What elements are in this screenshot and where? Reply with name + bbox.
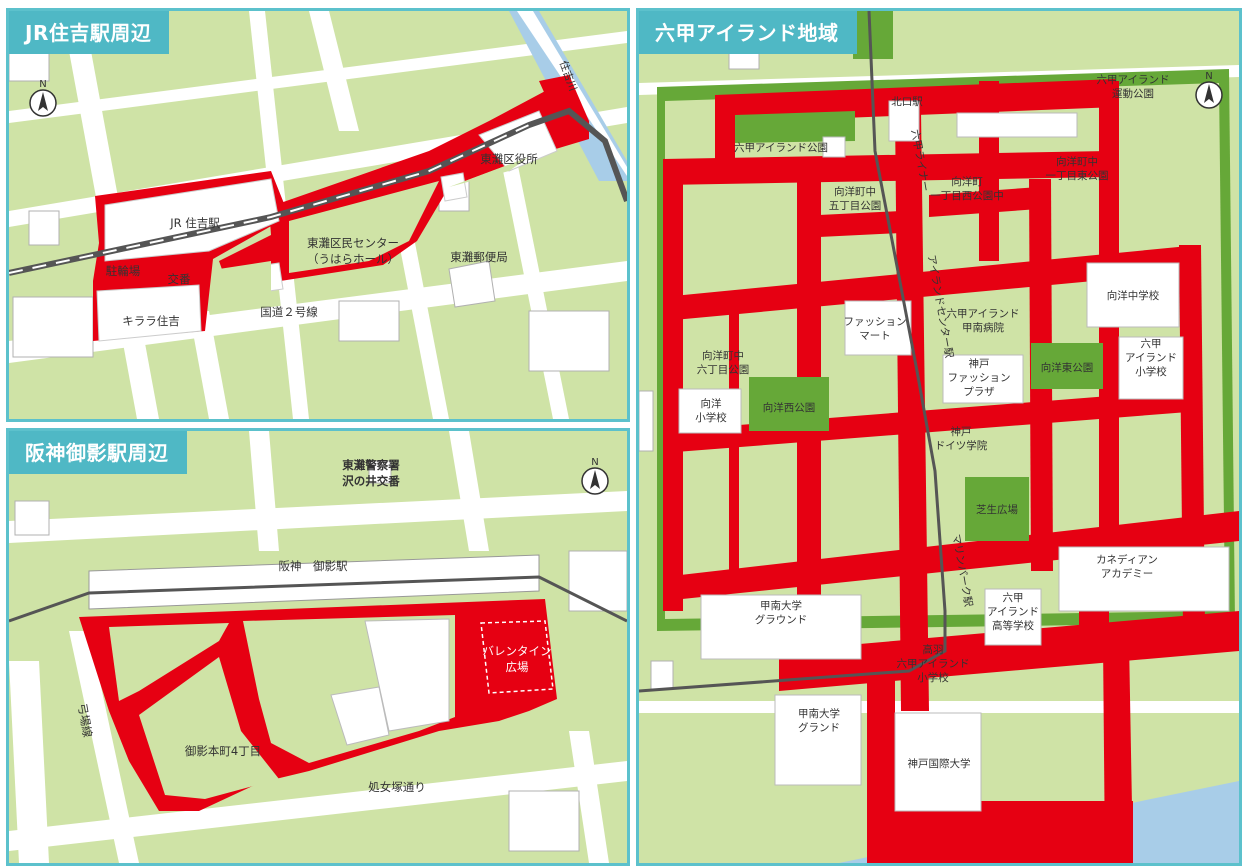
label-konan-ground: 甲南大学 — [760, 599, 802, 612]
label-jr-station: JR 住吉駅 — [169, 216, 220, 230]
label-koyo-jhs: 向洋中学校 — [1107, 289, 1160, 302]
label-konan-grand-sub: グランド — [798, 721, 840, 734]
label-takaha-sub2: 小学校 — [917, 671, 949, 684]
label-canadian-academy: カネディアン — [1096, 553, 1158, 566]
rokko-liner-rail — [639, 11, 947, 693]
label-police-box: 交番 — [168, 272, 191, 286]
label-rokko-park: 六甲アイランド公園 — [734, 142, 828, 154]
map-panel-rokko-island: 六甲アイランド地域 — [636, 8, 1242, 866]
map-panel-jr-sumiyoshi: JR住吉駅周辺 — [6, 8, 630, 422]
label-civic-center: 東灘区民センター — [307, 236, 399, 250]
label-mikage-station: 阪神 御影駅 — [279, 559, 348, 573]
label-kitaguchi-station: 北口駅 — [891, 96, 923, 108]
label-shibafu: 芝生広場 — [976, 503, 1018, 516]
panel-title: 阪神御影駅周辺 — [9, 431, 187, 474]
north-compass-icon: N — [1195, 71, 1223, 109]
map-panel-hanshin-mikage: 阪神御影駅周辺 — [6, 428, 630, 866]
label-koyo1w: 向洋町 — [951, 175, 983, 188]
label-takaha-sub1: 六甲アイランド — [897, 658, 970, 670]
label-civic-center-sub: （うはらホール） — [307, 252, 399, 266]
label-koyo1e: 向洋町中 — [1056, 155, 1098, 168]
label-canadian-academy-sub: アカデミー — [1101, 567, 1154, 580]
rokko-map: N 六甲アイランド 運動公園 北口駅 六甲ライナー 六甲アイランド公園 向洋町中… — [639, 11, 1239, 863]
label-koyo-es: 向洋 — [701, 397, 722, 410]
label-german-school: 神戸 — [951, 425, 972, 438]
label-koyo5: 向洋町中 — [834, 185, 876, 198]
road-network — [9, 431, 627, 863]
label-koyo-east-park: 向洋東公園 — [1041, 361, 1094, 374]
label-island-hs: 六甲 — [1003, 592, 1024, 604]
svg-text:N: N — [1205, 71, 1212, 82]
label-police-box: 沢の井交番 — [342, 474, 400, 488]
label-koyo6: 向洋町中 — [702, 349, 744, 362]
label-fashion-plaza-sub2: プラザ — [963, 386, 995, 398]
label-kirara: キララ住吉 — [122, 314, 180, 328]
label-takaha: 高羽 — [923, 643, 944, 656]
label-koyo6-sub: 六丁目公園 — [697, 364, 750, 376]
label-island-es-sub2: 小学校 — [1135, 365, 1167, 378]
label-fashion-mart-sub: マート — [859, 330, 891, 342]
label-konan-hospital-sub: 甲南病院 — [962, 321, 1004, 334]
label-yumiba-line: 弓場線 — [75, 702, 95, 739]
label-valentine-plaza-sub: 広場 — [506, 660, 529, 674]
label-mikage-honmachi: 御影本町4丁目 — [185, 744, 261, 758]
label-konan-ground-sub: グラウンド — [755, 613, 808, 626]
label-koyo-west-park: 向洋西公園 — [763, 401, 816, 414]
label-island-hs-sub1: アイランド — [987, 606, 1039, 618]
hanshin-railway — [9, 575, 627, 623]
label-ward-office: 東灘区役所 — [480, 152, 538, 166]
label-koyo-es-sub: 小学校 — [695, 411, 727, 424]
label-shojozuka-street: 処女塚通り — [368, 780, 426, 794]
island-buildings — [678, 100, 1230, 812]
hanshin-station-building — [88, 554, 540, 610]
label-undo-park-sub: 運動公園 — [1112, 87, 1154, 100]
label-koyo1e-sub: 一丁目東公園 — [1046, 169, 1109, 182]
park-north — [853, 11, 893, 59]
north-compass-icon: N — [581, 457, 609, 495]
label-fashion-mart: ファッション — [844, 316, 907, 328]
buildings — [14, 460, 627, 852]
buildings — [9, 30, 610, 372]
svg-text:N: N — [591, 457, 598, 468]
parks — [735, 111, 1103, 541]
panel-title: 六甲アイランド地域 — [639, 11, 857, 54]
label-police-station: 東灘警察署 — [342, 458, 400, 472]
valentine-plaza — [480, 620, 554, 694]
label-german-school-sub: ドイツ学院 — [935, 439, 988, 452]
label-kobe-intl-univ: 神戸国際大学 — [908, 757, 971, 770]
hanshin-map: N 東灘警察署 沢の井交番 阪神 御影駅 バレンタイン 広場 御影本町4丁目 処… — [9, 431, 627, 863]
panel-title: JR住吉駅周辺 — [9, 11, 170, 54]
label-route2: 国道２号線 — [260, 305, 318, 319]
label-koyo1w-sub: 一丁目西公園中 — [930, 189, 1004, 202]
label-bike-parking: 駐輪場 — [106, 264, 141, 278]
ward-office-building — [478, 110, 558, 172]
north-compass-icon: N — [29, 79, 57, 117]
label-island-hs-sub2: 高等学校 — [992, 619, 1034, 632]
label-fashion-plaza: 神戸 — [969, 357, 990, 370]
label-undo-park: 六甲アイランド — [1097, 74, 1170, 86]
jr-map: N JR 住吉駅 東灘区役所 東灘区民センター （うはらホール） 東灘郵便局 駐… — [9, 11, 627, 419]
label-konan-hospital: 六甲アイランド — [947, 308, 1020, 320]
label-post-office: 東灘郵便局 — [450, 250, 508, 264]
label-konan-grand: 甲南大学 — [798, 707, 840, 720]
label-island-es-sub1: アイランド — [1125, 352, 1177, 364]
label-fashion-plaza-sub1: ファッション — [948, 372, 1011, 384]
compass-label: N — [39, 79, 46, 90]
label-island-es: 六甲 — [1141, 338, 1162, 350]
label-valentine-plaza: バレンタイン — [483, 644, 552, 658]
label-koyo5-sub: 五丁目公園 — [829, 200, 882, 212]
